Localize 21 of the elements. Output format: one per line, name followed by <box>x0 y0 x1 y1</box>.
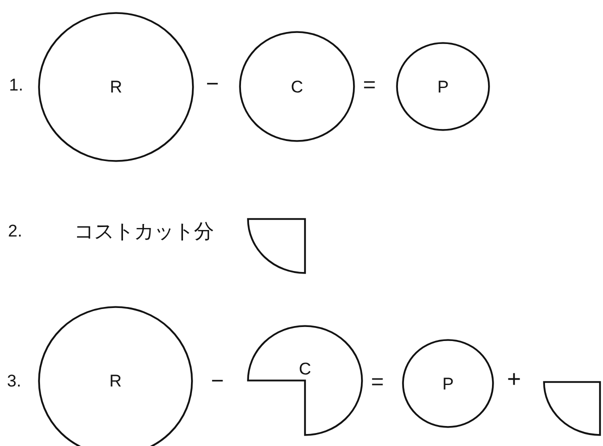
minus-sign: − <box>206 73 219 95</box>
node-label: R <box>110 78 122 96</box>
node-label: C <box>298 360 312 378</box>
circle-node <box>38 12 194 162</box>
step-number: 1. <box>9 76 24 94</box>
step-number: 2. <box>8 222 22 240</box>
caption-text: コストカット分 <box>74 221 214 241</box>
quarter-sector-shape <box>247 218 306 274</box>
equals-sign: = <box>371 371 384 393</box>
node-label: P <box>442 375 454 392</box>
node-label: R <box>109 372 122 390</box>
plus-sign: + <box>507 368 522 392</box>
equals-sign: = <box>363 74 376 96</box>
quarter-sector-shape <box>543 381 601 436</box>
circle-node <box>396 42 490 131</box>
node-label: C <box>290 78 304 95</box>
circle-node <box>402 339 494 428</box>
node-label: P <box>437 78 449 95</box>
minus-sign: − <box>211 370 224 392</box>
circle-node <box>239 31 355 142</box>
step-number: 3. <box>7 372 22 390</box>
